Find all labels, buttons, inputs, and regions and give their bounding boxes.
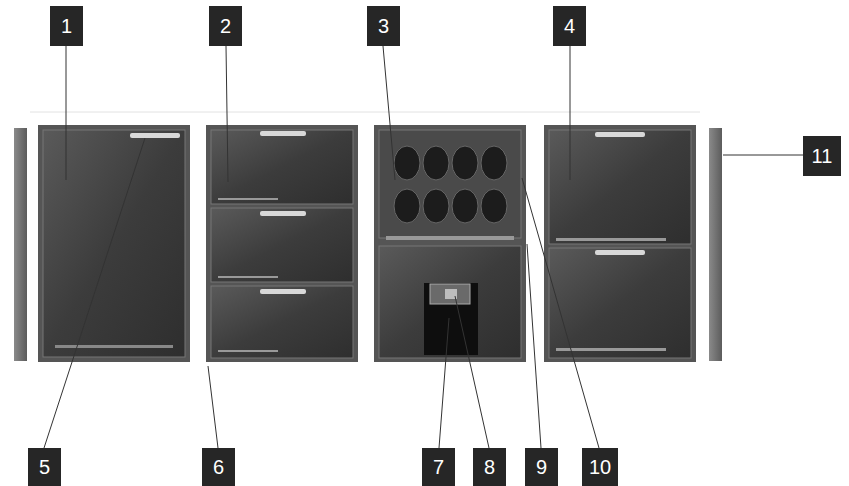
callout-box: 2: [209, 6, 242, 46]
drawer-handle: [595, 132, 645, 137]
drawer-front: [211, 286, 353, 358]
drawer-trim: [556, 348, 666, 351]
drawer-front: [211, 208, 353, 282]
door-trim: [55, 345, 173, 348]
callout-box: 3: [367, 6, 400, 46]
callout-number: 9: [536, 457, 547, 477]
side-panel: [14, 128, 27, 361]
callout-box: 7: [422, 448, 455, 486]
callout-number: 1: [61, 16, 72, 36]
callout-number: 8: [484, 457, 495, 477]
callout-number: 3: [378, 16, 389, 36]
drawer-trim: [218, 198, 278, 200]
callout-box: 9: [525, 448, 558, 486]
drawer-handle: [260, 131, 306, 136]
callout-box: 1: [50, 6, 83, 46]
drawer-trim: [556, 238, 666, 241]
callout-number: 4: [564, 16, 575, 36]
callout-box: 11: [803, 136, 841, 176]
side-panel: [709, 128, 722, 361]
bottle-holes: [394, 146, 507, 223]
drawer-front: [549, 248, 691, 358]
callout-number: 11: [812, 146, 833, 166]
cabinet-door: [43, 130, 185, 357]
callout-number: 10: [589, 457, 611, 477]
callout-box: 4: [553, 6, 586, 46]
callout-box: 10: [582, 448, 618, 486]
callout-number: 2: [220, 16, 231, 36]
compartment-opening: [424, 283, 478, 355]
control-device: [430, 284, 470, 304]
cabinet-frame: [544, 125, 696, 362]
drawer-handle: [595, 250, 645, 255]
cabinet-frame: [374, 125, 526, 362]
drawer-trim: [386, 236, 514, 240]
cabinet-frame: [38, 125, 190, 362]
outline-line: [30, 112, 700, 113]
drawer-trim: [218, 350, 278, 352]
drawer-front: [211, 130, 353, 204]
callout-number: 6: [213, 457, 224, 477]
cabinet-frame: [206, 125, 358, 362]
callout-box: 5: [28, 448, 61, 486]
callout-number: 7: [433, 457, 444, 477]
leader-lines: [44, 46, 803, 448]
callout-box: 8: [473, 448, 506, 486]
drawer-handle: [260, 211, 306, 216]
drawer-trim: [218, 276, 278, 278]
drawer-handle: [260, 289, 306, 294]
callout-number: 5: [39, 457, 50, 477]
door-handle: [130, 133, 180, 138]
cabinet-door: [379, 246, 521, 358]
drawer-front: [379, 130, 521, 238]
callout-box: 6: [202, 448, 235, 486]
